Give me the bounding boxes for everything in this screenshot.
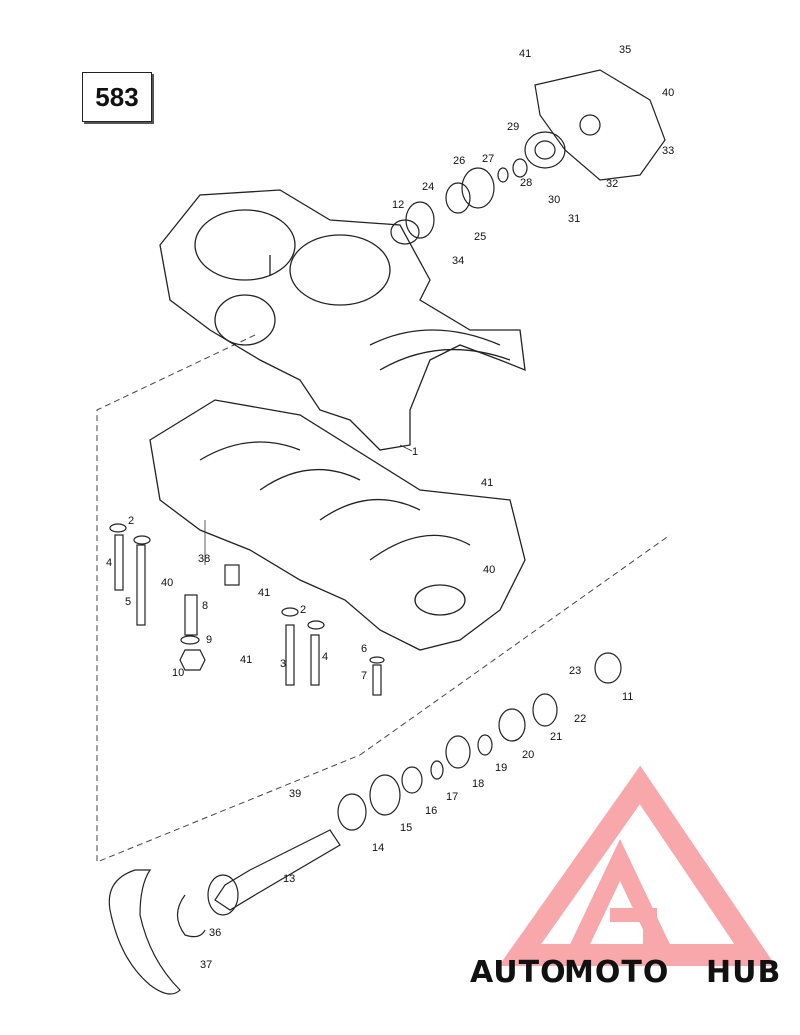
callout-39: 39 [289, 788, 301, 800]
callout-40c: 40 [662, 87, 674, 99]
lower-crankcase [149, 399, 526, 651]
callout-28: 28 [520, 177, 532, 189]
callout-14: 14 [372, 842, 384, 854]
callout-2a: 2 [128, 515, 134, 527]
callout-36: 36 [209, 927, 221, 939]
watermark-moto: MOTO [564, 955, 669, 990]
callout-27: 27 [482, 153, 494, 165]
callout-13: 13 [283, 873, 295, 885]
callout-29: 29 [507, 121, 519, 133]
callout-3: 3 [280, 658, 286, 670]
callout-10: 10 [172, 667, 184, 679]
callout-12: 12 [392, 199, 404, 211]
callout-9: 9 [206, 634, 212, 646]
callout-17: 17 [446, 791, 458, 803]
callout-30: 30 [548, 194, 560, 206]
callout-41b: 41 [481, 477, 493, 489]
callout-18: 18 [472, 778, 484, 790]
leader-lines [204, 444, 413, 565]
callout-41c: 41 [258, 587, 270, 599]
callout-32: 32 [606, 178, 618, 190]
callout-22: 22 [574, 713, 586, 725]
callout-19: 19 [495, 762, 507, 774]
callout-25: 25 [474, 231, 486, 243]
callout-11: 11 [622, 691, 633, 703]
watermark-auto: AUTO [470, 955, 567, 990]
callout-6: 6 [361, 643, 367, 655]
callout-24: 24 [422, 181, 434, 193]
watermark-text: AUTO MOTO HUB [470, 955, 781, 990]
callout-37: 37 [200, 959, 212, 971]
upper-crankcase [159, 189, 526, 451]
callout-1: 1 [412, 446, 418, 458]
callout-16: 16 [425, 805, 437, 817]
water-pump-housing [390, 69, 666, 245]
watermark-logo [498, 765, 776, 966]
callout-2b: 2 [300, 604, 306, 616]
callout-26: 26 [453, 155, 465, 167]
callout-4a: 4 [106, 557, 112, 569]
callout-5: 5 [125, 596, 131, 608]
bolts-and-studs [109, 523, 385, 696]
page-number-box: 583 [82, 72, 152, 122]
callout-34: 34 [452, 255, 464, 267]
watermark-hub: HUB [706, 955, 781, 990]
callout-41d: 41 [240, 654, 252, 666]
callout-15: 15 [400, 822, 412, 834]
callout-4b: 4 [322, 651, 328, 663]
callout-35: 35 [619, 44, 631, 56]
guide-lines [96, 334, 671, 863]
shaft-assembly [108, 652, 622, 995]
callout-33: 33 [662, 145, 674, 157]
callout-38: 38 [198, 553, 210, 565]
callout-21: 21 [550, 731, 562, 743]
callout-20: 20 [522, 749, 534, 761]
callout-40b: 40 [483, 564, 495, 576]
callout-8: 8 [202, 600, 208, 612]
callout-23: 23 [569, 665, 581, 677]
callout-41a: 41 [519, 48, 531, 60]
callout-40a: 40 [161, 577, 173, 589]
callouts: 1 2 2 3 4 4 5 6 7 8 9 10 11 12 13 14 15 … [106, 44, 674, 971]
callout-7: 7 [361, 670, 367, 682]
callout-31: 31 [568, 213, 580, 225]
